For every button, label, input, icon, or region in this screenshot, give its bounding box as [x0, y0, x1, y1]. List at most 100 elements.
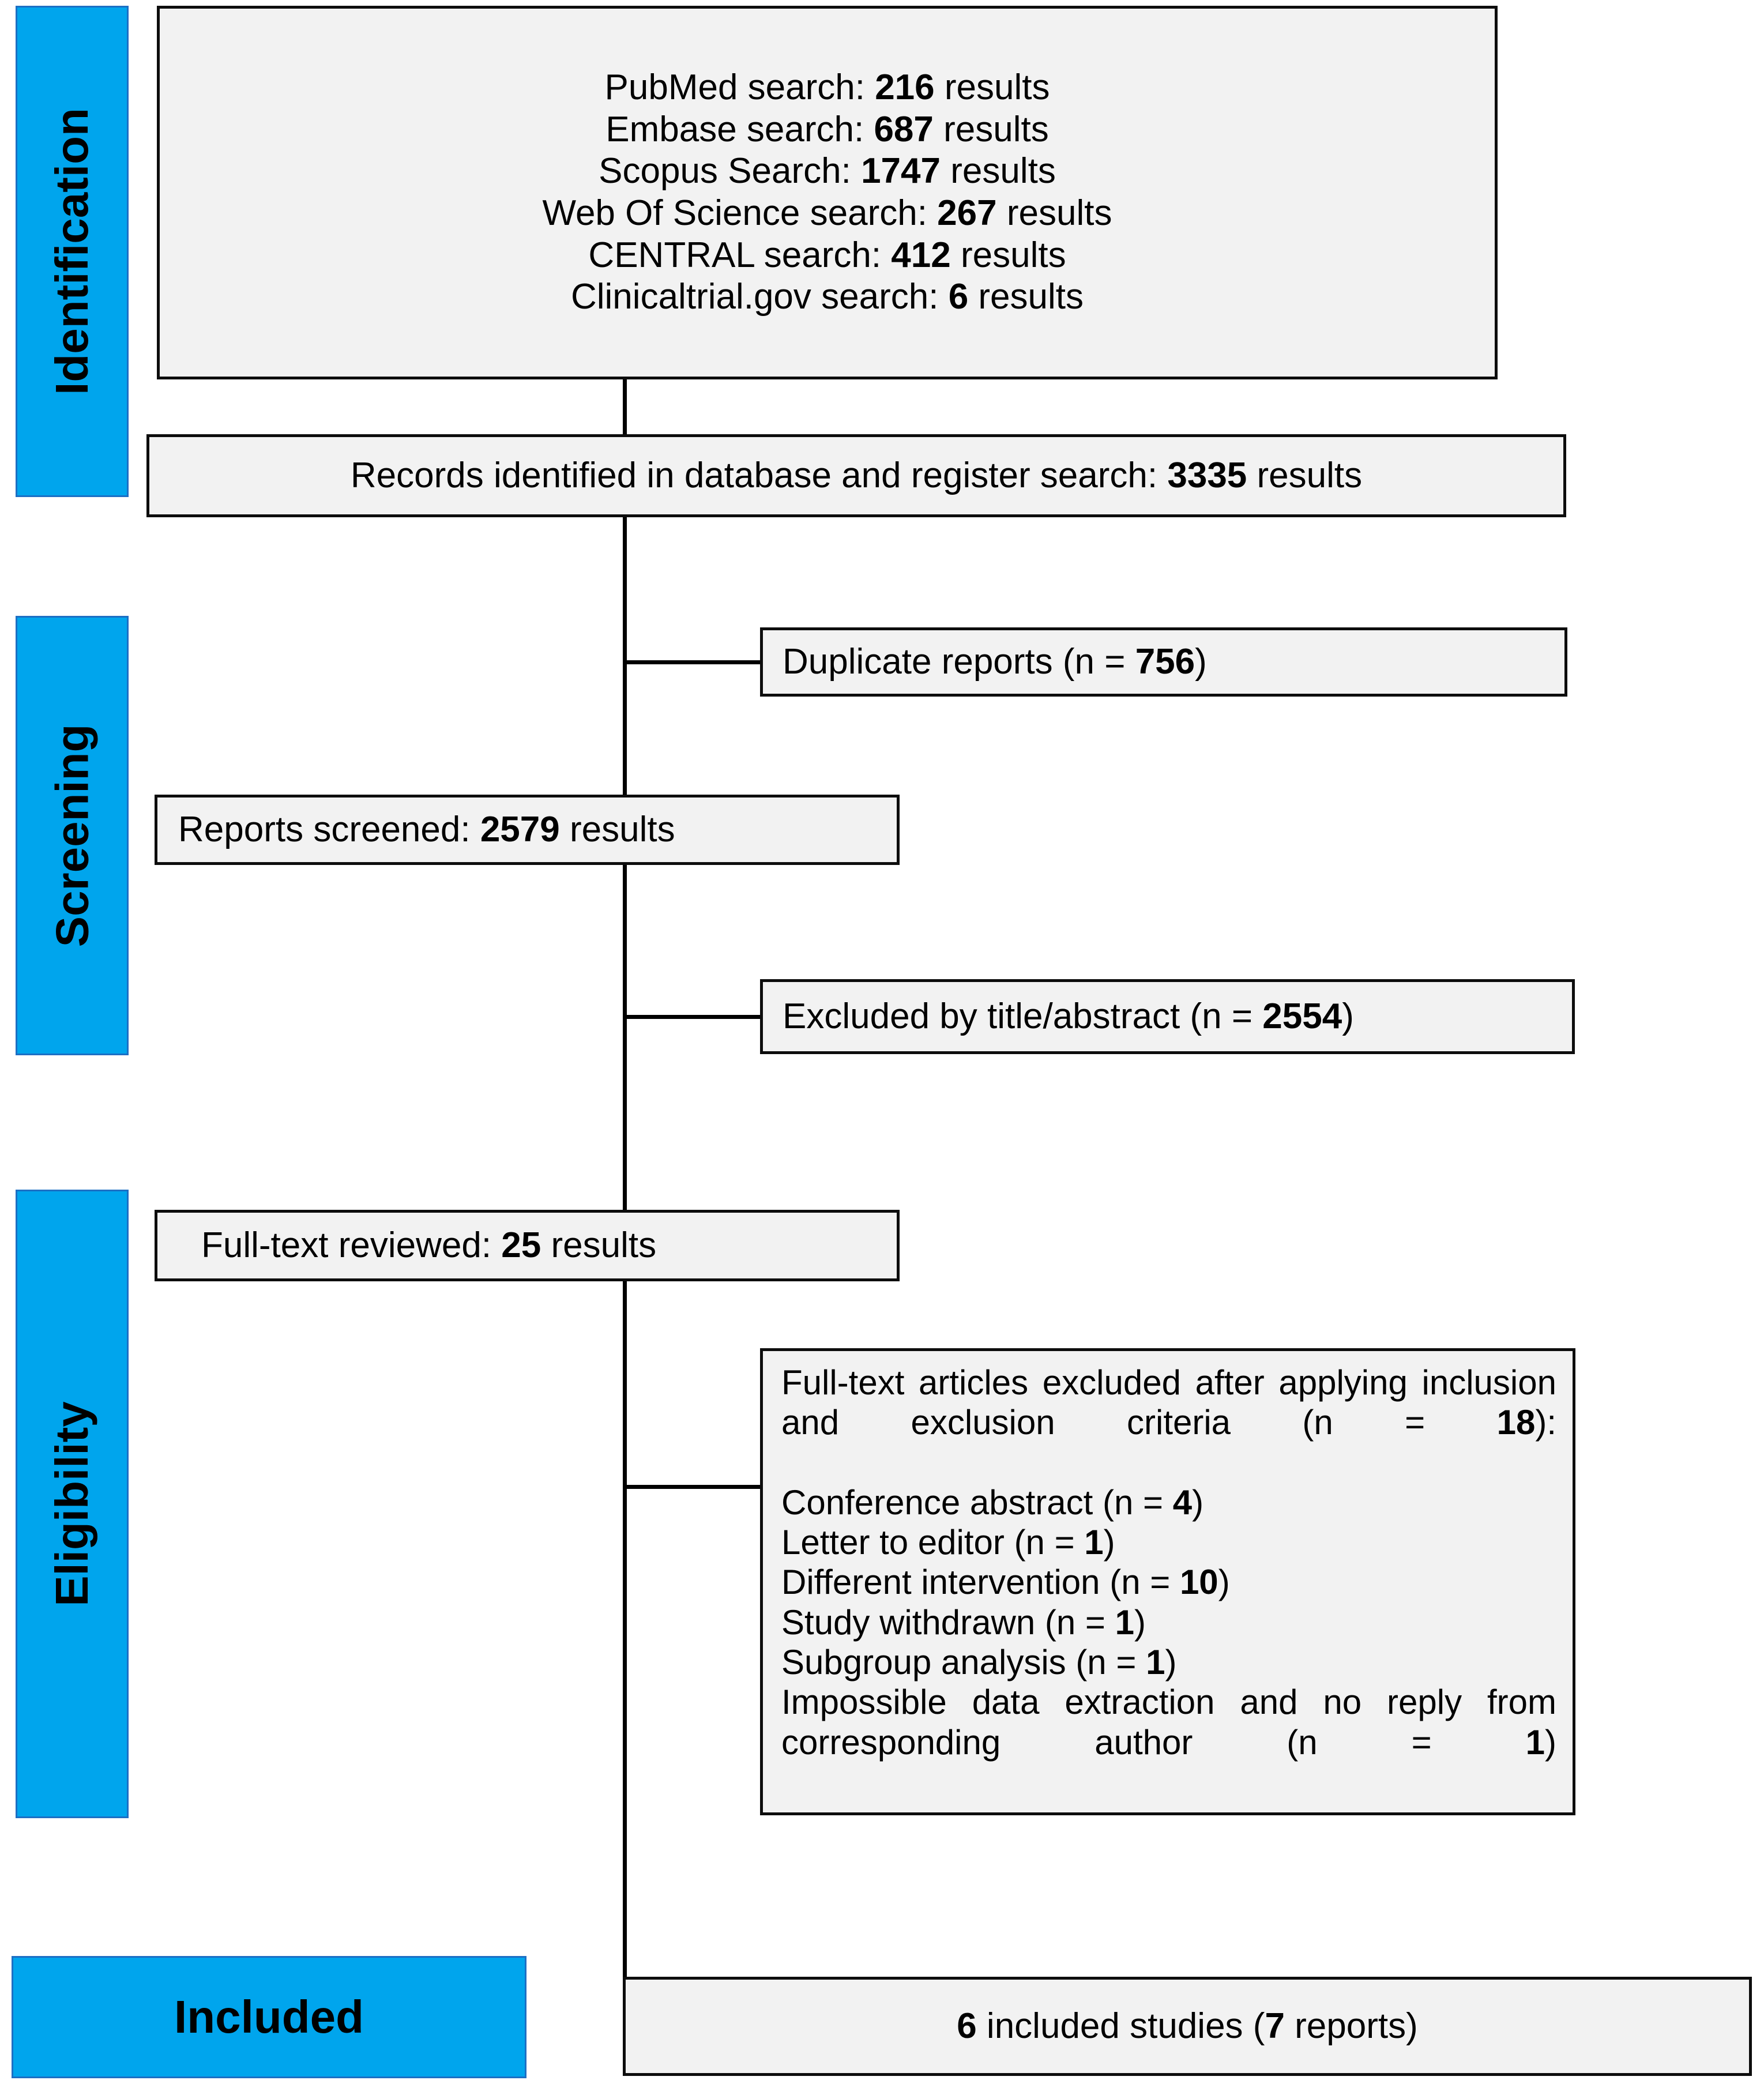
- connector-branch-duplicates: [623, 660, 761, 664]
- records-identified-suffix: results: [1247, 455, 1363, 495]
- search-source-count: 6: [948, 277, 969, 317]
- exclusion-reason-count: 1: [1115, 1603, 1134, 1642]
- search-result-line: Web Of Science search: 267 results: [543, 193, 1112, 235]
- search-source-count: 412: [891, 235, 951, 275]
- search-result-line: CENTRAL search: 412 results: [588, 235, 1066, 277]
- box-reports-screened: Reports screened: 2579 results: [155, 795, 900, 865]
- exclusion-reason-count: 4: [1172, 1483, 1193, 1522]
- search-source-count: 216: [875, 67, 935, 108]
- search-source-suffix: results: [996, 193, 1112, 233]
- connector-records-to-screened: [623, 516, 627, 796]
- connector-screened-to-fulltext: [623, 864, 627, 1211]
- search-source-suffix: results: [941, 151, 1056, 191]
- search-source-count: 687: [874, 109, 934, 149]
- search-source-count: 267: [937, 193, 997, 233]
- included-studies-suffix: reports): [1284, 2006, 1418, 2046]
- exclusion-reason-item: Different intervention (n = 10): [781, 1562, 1556, 1602]
- stage-label-screening: Screening: [46, 724, 98, 947]
- box-exclusion-reasons: Full-text articles excluded after applyi…: [760, 1348, 1575, 1815]
- search-source-label: Scopus Search:: [599, 151, 862, 191]
- exclusion-reason-label: Conference abstract (n =: [781, 1483, 1173, 1522]
- stage-bar-included: Included: [12, 1956, 526, 2078]
- exclusion-reason-count: 1: [1084, 1523, 1104, 1562]
- exclusion-reason-suffix: ): [1165, 1643, 1177, 1682]
- excluded-title-abstract-text: Excluded by title/abstract (n = 2554): [783, 996, 1354, 1038]
- exclusion-reason-count: 1: [1146, 1643, 1165, 1682]
- included-studies-text: 6 included studies (7 reports): [957, 2006, 1418, 2048]
- search-source-suffix: results: [933, 109, 1049, 149]
- exclusion-reason-item: Study withdrawn (n = 1): [781, 1603, 1556, 1642]
- search-source-suffix: results: [968, 277, 1084, 317]
- stage-label-eligibility: Eligibility: [46, 1401, 97, 1607]
- stage-label-identification: Identification: [46, 108, 97, 395]
- exclusion-reason-suffix: ): [1134, 1603, 1146, 1642]
- box-duplicate-reports: Duplicate reports (n = 756): [760, 627, 1567, 697]
- records-identified-count: 3335: [1167, 455, 1247, 495]
- exclusion-reason-label: Different intervention (n =: [781, 1563, 1180, 1602]
- search-result-line: PubMed search: 216 results: [605, 67, 1050, 109]
- exclusion-reason-item: Conference abstract (n = 4): [781, 1483, 1556, 1522]
- search-source-label: Web Of Science search:: [542, 193, 938, 233]
- excluded-title-abstract-label: Excluded by title/abstract (n =: [783, 996, 1263, 1036]
- connector-fulltext-to-included: [623, 1280, 627, 1978]
- exclusion-heading-label: Full-text articles excluded after applyi…: [781, 1363, 1556, 1442]
- connector-branch-exclusion-detail: [623, 1485, 761, 1489]
- box-excluded-title-abstract: Excluded by title/abstract (n = 2554): [760, 979, 1575, 1054]
- exclusion-reason-suffix: ): [1545, 1722, 1556, 1762]
- excluded-title-abstract-suffix: ): [1342, 996, 1354, 1036]
- included-studies-label: included studies (: [976, 2006, 1265, 2046]
- duplicate-reports-text: Duplicate reports (n = 756): [783, 641, 1207, 683]
- exclusion-reason-label: Subgroup analysis (n =: [781, 1643, 1146, 1682]
- search-source-label: Clinicaltrial.gov search:: [570, 277, 949, 317]
- search-result-line: Embase search: 687 results: [605, 109, 1049, 151]
- search-source-suffix: results: [950, 235, 1066, 275]
- box-included-studies: 6 included studies (7 reports): [623, 1977, 1752, 2076]
- reports-screened-label: Reports screened:: [178, 809, 480, 849]
- exclusion-reason-label: Letter to editor (n =: [781, 1523, 1085, 1562]
- exclusion-reason-item: Subgroup analysis (n = 1): [781, 1642, 1556, 1682]
- exclusion-reason-item: Letter to editor (n = 1): [781, 1522, 1556, 1562]
- fulltext-reviewed-label: Full-text reviewed:: [201, 1225, 502, 1265]
- search-result-line: Scopus Search: 1747 results: [599, 151, 1056, 193]
- connector-search-to-records: [623, 378, 627, 435]
- search-source-label: CENTRAL search:: [588, 235, 892, 275]
- exclusion-reason-suffix: ): [1103, 1523, 1115, 1562]
- box-records-identified: Records identified in database and regis…: [146, 434, 1566, 517]
- reports-screened-suffix: results: [559, 809, 675, 849]
- stage-bar-eligibility: Eligibility: [16, 1190, 129, 1818]
- duplicate-reports-count: 756: [1135, 641, 1195, 682]
- exclusion-reason-count: 10: [1179, 1563, 1218, 1602]
- records-identified-label: Records identified in database and regis…: [350, 455, 1168, 495]
- duplicate-reports-label: Duplicate reports (n =: [783, 641, 1135, 682]
- duplicate-reports-suffix: ): [1195, 641, 1207, 682]
- search-result-line: Clinicaltrial.gov search: 6 results: [571, 276, 1084, 318]
- search-source-suffix: results: [934, 67, 1050, 108]
- reports-screened-count: 2579: [480, 809, 560, 849]
- search-source-count: 1747: [861, 151, 941, 191]
- search-source-label: Embase search:: [605, 109, 874, 149]
- box-fulltext-reviewed: Full-text reviewed: 25 results: [155, 1210, 900, 1281]
- exclusion-reason-label: Study withdrawn (n =: [781, 1603, 1115, 1642]
- stage-label-included: Included: [174, 1991, 364, 2042]
- stage-bar-screening: Screening: [16, 616, 129, 1055]
- exclusion-reason-item: Impossible data extraction and no reply …: [781, 1682, 1556, 1802]
- reports-screened-text: Reports screened: 2579 results: [178, 809, 675, 851]
- stage-bar-identification: Identification: [16, 6, 129, 497]
- search-source-label: PubMed search:: [604, 67, 875, 108]
- fulltext-reviewed-count: 25: [501, 1225, 541, 1265]
- included-reports-count: 7: [1265, 2006, 1285, 2046]
- exclusion-reason-label: Impossible data extraction and no reply …: [781, 1683, 1556, 1762]
- included-studies-count: 6: [957, 2006, 977, 2046]
- fulltext-reviewed-text: Full-text reviewed: 25 results: [201, 1225, 656, 1267]
- exclusion-reason-suffix: ): [1192, 1483, 1204, 1522]
- box-search-results: PubMed search: 216 results Embase search…: [157, 6, 1498, 379]
- exclusion-heading-count: 18: [1496, 1403, 1536, 1442]
- records-identified-text: Records identified in database and regis…: [351, 455, 1362, 497]
- connector-branch-excluded-title: [623, 1015, 761, 1019]
- excluded-title-abstract-count: 2554: [1262, 996, 1342, 1036]
- exclusion-reason-suffix: ): [1218, 1563, 1230, 1602]
- fulltext-reviewed-suffix: results: [541, 1225, 657, 1265]
- exclusion-heading: Full-text articles excluded after applyi…: [781, 1363, 1556, 1483]
- exclusion-heading-suffix: ):: [1535, 1403, 1556, 1442]
